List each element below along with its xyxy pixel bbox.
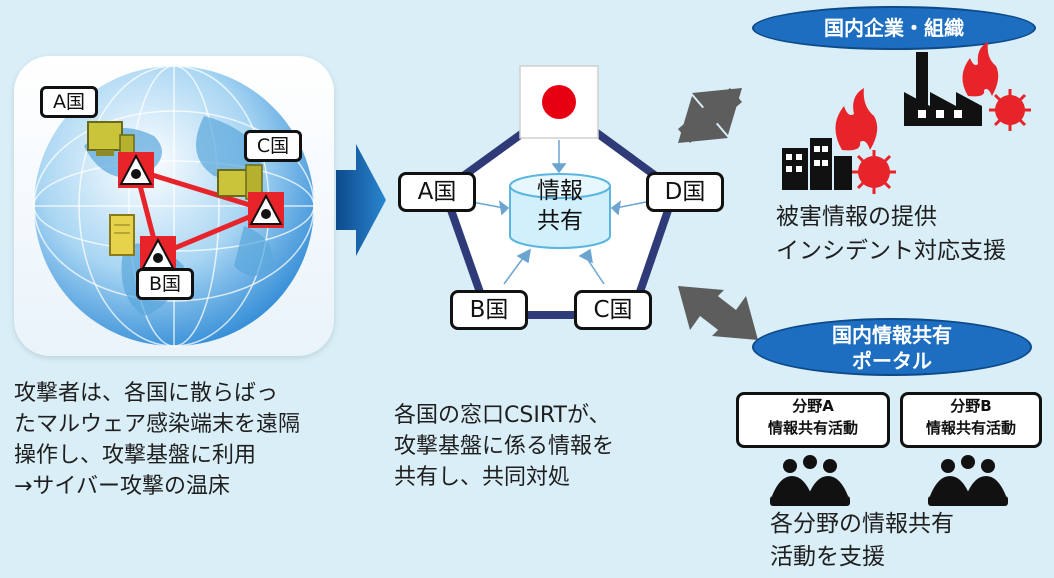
meeting-people-icon (928, 455, 1008, 506)
infected-computer-icon (217, 164, 263, 200)
node-country-d: D国 (646, 172, 724, 212)
caption-line: 各分野の情報共有 (770, 511, 954, 537)
field-b-line1: 分野B (950, 397, 992, 415)
left-caption: 攻撃者は、各国に散らばっ たマルウェア感染端末を遠隔 操作し、攻撃基盤に利用 →… (14, 378, 300, 502)
meeting-people-icon (770, 455, 850, 506)
node-country-a: A国 (398, 172, 476, 212)
field-a-line2: 情報共有活動 (767, 419, 858, 437)
flame-icon (835, 42, 999, 151)
hub-label: 情報 共有 (510, 176, 610, 236)
caption-line: 攻撃者は、各国に散らばっ (14, 381, 279, 406)
skull-warning-icon (248, 192, 284, 228)
portal-title-line: 国内情報共有 (832, 323, 952, 347)
caption-line: 共有し、共同対処 (394, 465, 571, 490)
globe-country-a: A国 (40, 86, 98, 118)
hub-label-line: 情報 (537, 178, 583, 204)
caption-line: 操作し、攻撃基盤に利用 (14, 443, 257, 468)
globe-country-b: B国 (136, 268, 194, 300)
caption-line: インシデント対応支援 (776, 238, 1006, 264)
virus-icon (852, 89, 1031, 194)
field-a-box: 分野A 情報共有活動 (736, 392, 890, 448)
caption-line: 攻撃基盤に係る情報を (394, 434, 615, 459)
globe-country-c: C国 (244, 130, 302, 162)
infected-server-icon (109, 214, 135, 256)
domestic-orgs-title: 国内企業・組織 (752, 6, 1036, 50)
field-a-line1: 分野A (792, 397, 834, 415)
field-b-box: 分野B 情報共有活動 (900, 392, 1042, 448)
caption-line: 被害情報の提供 (776, 204, 937, 230)
skull-warning-icon (118, 152, 154, 188)
double-arrow-icon (678, 88, 742, 143)
node-country-b: B国 (450, 290, 528, 330)
caption-line: たマルウェア感染端末を遠隔 (14, 412, 301, 437)
japan-flag-icon (519, 65, 599, 139)
center-caption: 各国の窓口CSIRTが、 攻撃基盤に係る情報を 共有し、共同対処 (394, 400, 614, 493)
field-b-line2: 情報共有活動 (925, 419, 1016, 437)
caption-line: 各国の窓口CSIRTが、 (394, 403, 611, 428)
double-arrow-icon (678, 286, 758, 340)
caption-line: 活動を支援 (770, 544, 885, 570)
hub-label-line: 共有 (537, 208, 583, 234)
database-icon (509, 173, 611, 249)
caption-line: →サイバー攻撃の温床 (14, 474, 230, 499)
node-country-c: C国 (574, 290, 652, 330)
flow-arrow (336, 144, 386, 256)
skull-warning-icon (140, 236, 176, 272)
portal-title: 国内情報共有 ポータル (752, 318, 1032, 376)
right-top-caption: 被害情報の提供 インシデント対応支援 (776, 200, 1006, 268)
portal-title-line: ポータル (852, 349, 932, 373)
right-bottom-caption: 各分野の情報共有 活動を支援 (770, 508, 954, 574)
